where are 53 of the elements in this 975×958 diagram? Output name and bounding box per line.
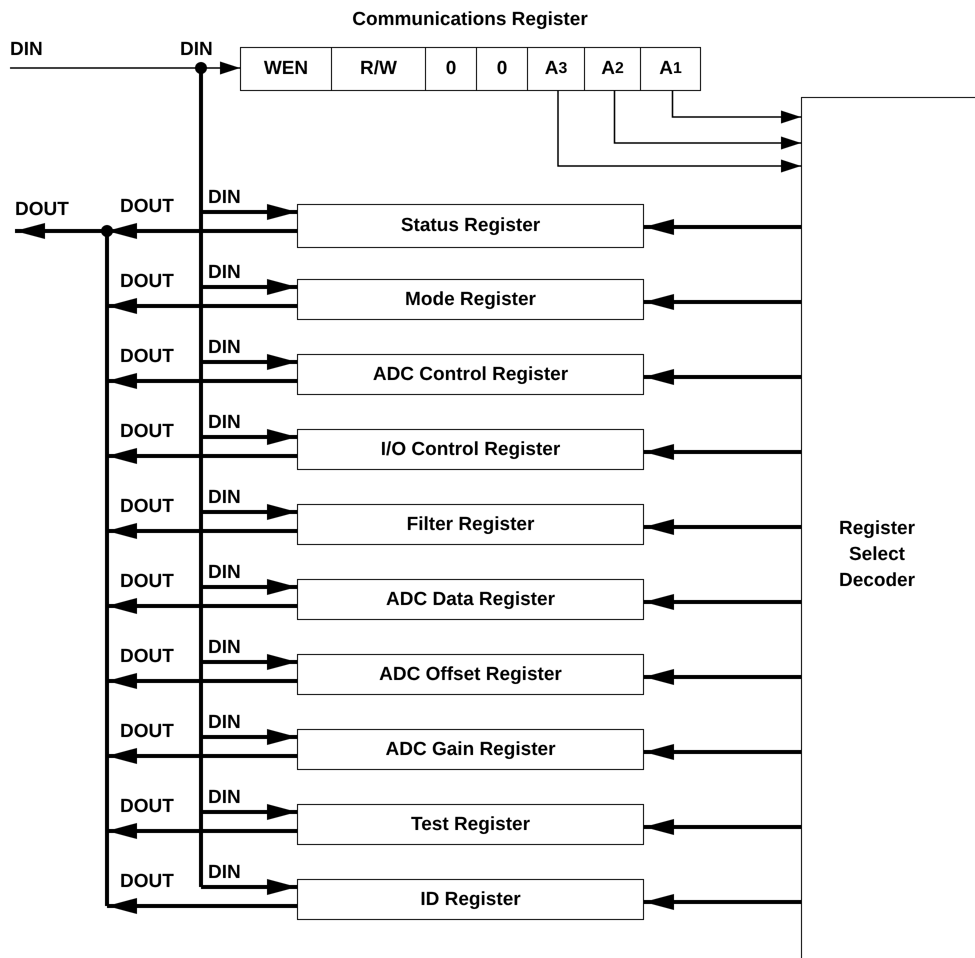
- arrow: [107, 448, 297, 464]
- register-title: Communications Register: [351, 10, 589, 30]
- arrow: [107, 823, 297, 839]
- arrow: [201, 504, 297, 520]
- decoder-block: [801, 97, 975, 958]
- arrow: [201, 354, 297, 370]
- register-box: I/O Control Register: [297, 429, 644, 470]
- arrow: [107, 598, 297, 614]
- decoder-label: Register Select Decoder: [838, 517, 916, 593]
- arrow: [107, 673, 297, 689]
- arrow: [201, 279, 297, 295]
- register-box: ID Register: [297, 879, 644, 920]
- bit-field: R/W: [331, 47, 426, 91]
- arrow: [644, 519, 801, 535]
- arrow: [644, 594, 801, 610]
- register-box: ADC Control Register: [297, 354, 644, 395]
- signal-label: DIN: [180, 40, 213, 60]
- arrow: [107, 748, 297, 764]
- signal-label: DOUT: [15, 200, 69, 220]
- arrow: [557, 91, 801, 172]
- bit-field: 0: [425, 47, 477, 91]
- signal-label: DIN: [10, 40, 43, 60]
- register-box: Test Register: [297, 804, 644, 845]
- arrow: [201, 579, 297, 595]
- arrow: [614, 91, 801, 150]
- arrow: [644, 444, 801, 460]
- arrow: [644, 294, 801, 310]
- arrow: [644, 219, 801, 235]
- arrow: [201, 429, 297, 445]
- register-box: Filter Register: [297, 504, 644, 545]
- arrow: [201, 654, 297, 670]
- bit-field: 0: [476, 47, 528, 91]
- register-box: ADC Gain Register: [297, 729, 644, 770]
- register-box: ADC Offset Register: [297, 654, 644, 695]
- arrow: [201, 729, 297, 745]
- arrow: [201, 879, 297, 895]
- arrow: [644, 744, 801, 760]
- arrow: [107, 523, 297, 539]
- arrow: [10, 62, 240, 74]
- register-box: Status Register: [297, 204, 644, 248]
- arrow: [672, 91, 801, 124]
- arrow: [201, 804, 297, 820]
- arrow: [644, 369, 801, 385]
- bit-field: WEN: [240, 47, 332, 91]
- arrow: [107, 298, 297, 314]
- arrow: [107, 373, 297, 389]
- arrow: [644, 819, 801, 835]
- arrow: [644, 894, 801, 910]
- arrow: [644, 669, 801, 685]
- arrow: [107, 898, 297, 914]
- arrow: [201, 204, 297, 220]
- register-box: Mode Register: [297, 279, 644, 320]
- register-box: ADC Data Register: [297, 579, 644, 620]
